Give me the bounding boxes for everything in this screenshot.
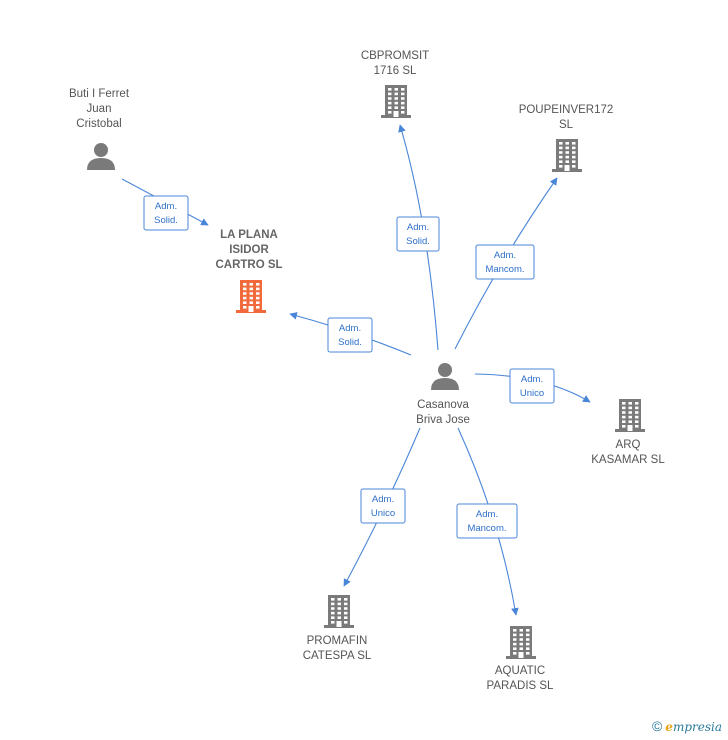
building-icon[interactable] xyxy=(506,626,536,659)
brand-rest: mpresia xyxy=(672,720,722,734)
edge-label-box xyxy=(509,368,555,404)
edge-label-box xyxy=(327,317,373,353)
person-icon[interactable] xyxy=(431,363,459,390)
node-cbpromsit[interactable]: CBPROMSIT 1716 SL xyxy=(361,50,429,118)
node-aquatic[interactable]: AQUATIC PARADIS SL xyxy=(487,626,554,692)
edge-label-box xyxy=(396,216,440,252)
node-label: Briva Jose xyxy=(416,414,470,426)
edges-layer: Adm. Solid. Adm. Solid. Adm. Solid. Adm. Mancom… xyxy=(121,124,591,616)
node-label: KASAMAR SL xyxy=(591,454,665,466)
edge-label[interactable]: Adm. Unico xyxy=(509,368,555,404)
edge-label-box xyxy=(475,244,535,280)
edge-label[interactable]: Adm. Solid. xyxy=(396,216,440,252)
edge-casanova-aquatic: Adm. Mancom. xyxy=(456,427,519,616)
node-label: PARADIS SL xyxy=(487,680,554,692)
edge-label-text: Adm. xyxy=(407,222,429,233)
edge-label-text: Unico xyxy=(520,388,544,399)
node-label: PROMAFIN xyxy=(307,635,368,647)
node-label: ISIDOR xyxy=(229,244,269,256)
node-label: LA PLANA xyxy=(220,229,278,241)
edge-label[interactable]: Adm. Mancom. xyxy=(456,503,518,539)
edge-buti-laplana: Adm. Solid. xyxy=(121,178,209,231)
edge-label[interactable]: Adm. Unico xyxy=(360,488,406,524)
node-label: Juan xyxy=(87,103,112,115)
building-icon[interactable] xyxy=(615,399,645,432)
building-icon[interactable] xyxy=(236,280,266,313)
edge-label[interactable]: Adm. Solid. xyxy=(143,195,189,231)
node-label: POUPEINVER172 xyxy=(519,104,614,116)
edge-casanova-cbpromsit: Adm. Solid. xyxy=(396,124,440,351)
building-icon[interactable] xyxy=(324,595,354,628)
node-label: Casanova xyxy=(417,399,469,411)
copyright-icon: © xyxy=(651,718,663,734)
person-icon[interactable] xyxy=(87,143,115,170)
node-label: CARTRO SL xyxy=(215,259,282,271)
node-promafin[interactable]: PROMAFIN CATESPA SL xyxy=(303,595,372,662)
edge-label-text: Mancom. xyxy=(485,264,524,275)
node-label: CATESPA SL xyxy=(303,650,372,662)
node-label: SL xyxy=(559,119,574,131)
node-label: 1716 SL xyxy=(374,65,417,77)
edge-label-text: Adm. xyxy=(476,509,498,520)
node-label: Cristobal xyxy=(76,118,121,130)
edge-casanova-poupeinver: Adm. Mancom. xyxy=(454,177,558,350)
node-label: AQUATIC xyxy=(495,665,545,677)
building-icon[interactable] xyxy=(381,85,411,118)
edge-label-box xyxy=(360,488,406,524)
node-arq[interactable]: ARQ KASAMAR SL xyxy=(591,399,665,466)
edge-label-text: Adm. xyxy=(494,250,516,261)
edge-label-text: Adm. xyxy=(155,201,177,212)
node-label: ARQ xyxy=(616,439,641,451)
edge-label-box xyxy=(143,195,189,231)
edge-casanova-arq: Adm. Unico xyxy=(474,368,591,404)
edge-label-box xyxy=(456,503,518,539)
node-label: CBPROMSIT xyxy=(361,50,429,62)
edge-label-text: Mancom. xyxy=(467,523,506,534)
edge-label[interactable]: Adm. Solid. xyxy=(327,317,373,353)
edge-casanova-promafin: Adm. Unico xyxy=(343,427,421,587)
edge-label-text: Adm. xyxy=(521,374,543,385)
empresia-logo[interactable]: ©empresia xyxy=(652,718,722,734)
edge-label-text: Solid. xyxy=(406,236,430,247)
edge-label[interactable]: Adm. Mancom. xyxy=(475,244,535,280)
edge-casanova-laplana: Adm. Solid. xyxy=(289,312,412,356)
edge-label-text: Solid. xyxy=(154,215,178,226)
building-icon[interactable] xyxy=(552,139,582,172)
edge-label-text: Solid. xyxy=(338,337,362,348)
brand-e: e xyxy=(665,720,673,734)
node-laplana[interactable]: LA PLANA ISIDOR CARTRO SL xyxy=(215,229,283,313)
edge-label-text: Adm. xyxy=(372,494,394,505)
node-label: Buti I Ferret xyxy=(69,88,130,100)
edge-label-text: Adm. xyxy=(339,323,361,334)
edge-label-text: Unico xyxy=(371,508,395,519)
